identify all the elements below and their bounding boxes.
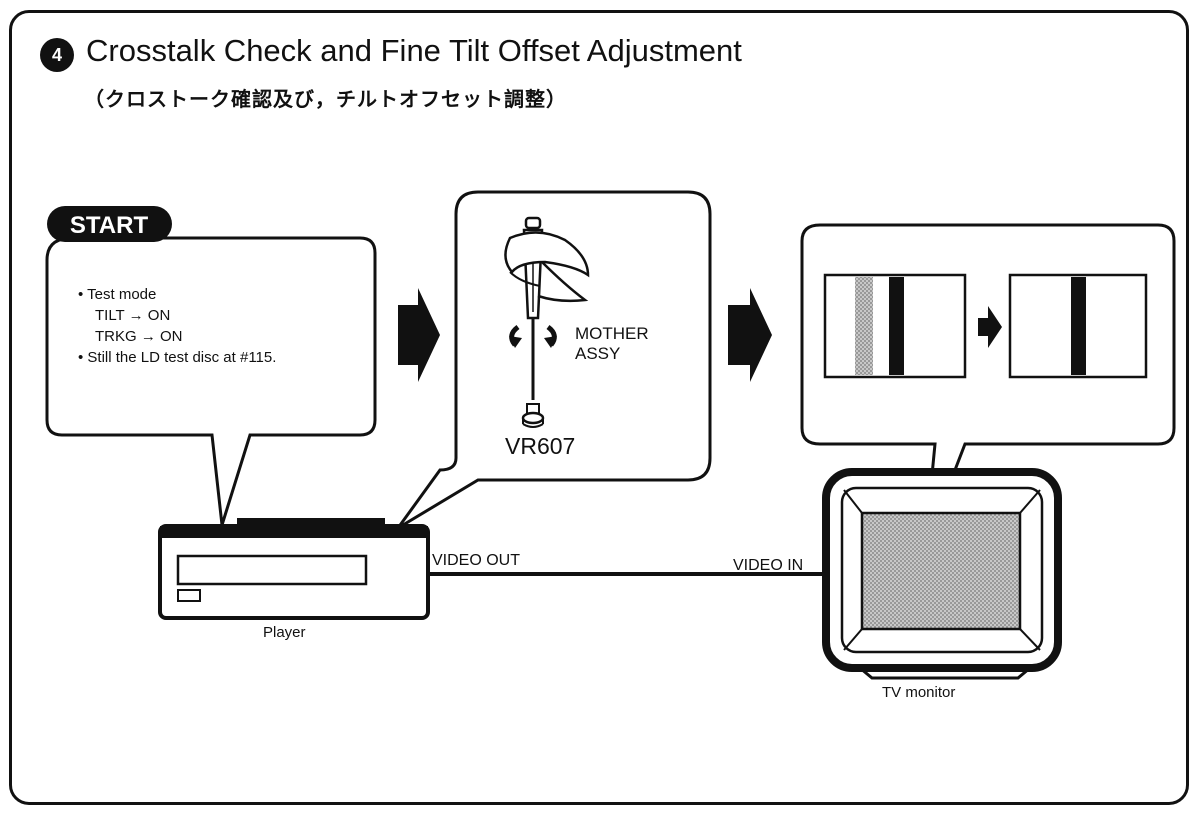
still-disc-text: • Still the LD test disc at #115. — [78, 349, 276, 366]
flow-arrow-2-icon — [728, 288, 772, 382]
tv-monitor-device — [822, 468, 1062, 680]
screen-before-crosstalk — [823, 273, 967, 379]
screen-after-adjustment — [1008, 273, 1148, 379]
start-badge-label: START — [70, 212, 149, 239]
screen-transition-arrow-icon — [978, 306, 1002, 348]
step-number-badge: 4 — [40, 38, 74, 72]
player-device — [158, 518, 430, 620]
video-out-label: VIDEO OUT — [432, 552, 520, 569]
hand-icon — [504, 231, 590, 303]
trkg-setting-text: TRKG → ON — [95, 328, 183, 345]
screen-comparison-callout — [800, 223, 1176, 549]
diagram-frame — [9, 10, 1189, 805]
video-in-label: VIDEO IN — [733, 557, 803, 574]
mother-assy-label-2: ASSY — [575, 344, 620, 363]
mother-assy-label: MOTHER — [575, 324, 649, 343]
adjustment-callout-bubble — [396, 190, 712, 530]
adjustment-callout: MOTHER ASSY VR607 — [396, 190, 712, 530]
page-title: Crosstalk Check and Fine Tilt Offset Adj… — [86, 33, 742, 68]
tv-screen — [860, 511, 1022, 631]
power-button-icon — [177, 589, 201, 602]
vr607-label: VR607 — [505, 433, 575, 459]
player-label: Player — [263, 624, 306, 641]
start-callout-bubble — [45, 236, 377, 526]
potentiometer-icon — [521, 403, 545, 428]
flow-arrow-1-icon — [398, 288, 440, 382]
tv-monitor-label: TV monitor — [882, 684, 955, 701]
rotation-arrows-icon — [509, 324, 557, 348]
test-mode-text: • Test mode — [78, 286, 156, 303]
tilt-setting-text: TILT → ON — [95, 307, 170, 324]
disc-tray-icon — [176, 554, 368, 586]
start-callout: START • Test mode TILT → ON TRKG → ON • … — [45, 206, 377, 526]
start-badge — [47, 206, 172, 242]
page-subtitle: （クロストーク確認及び，チルトオフセット調整） — [84, 87, 567, 111]
